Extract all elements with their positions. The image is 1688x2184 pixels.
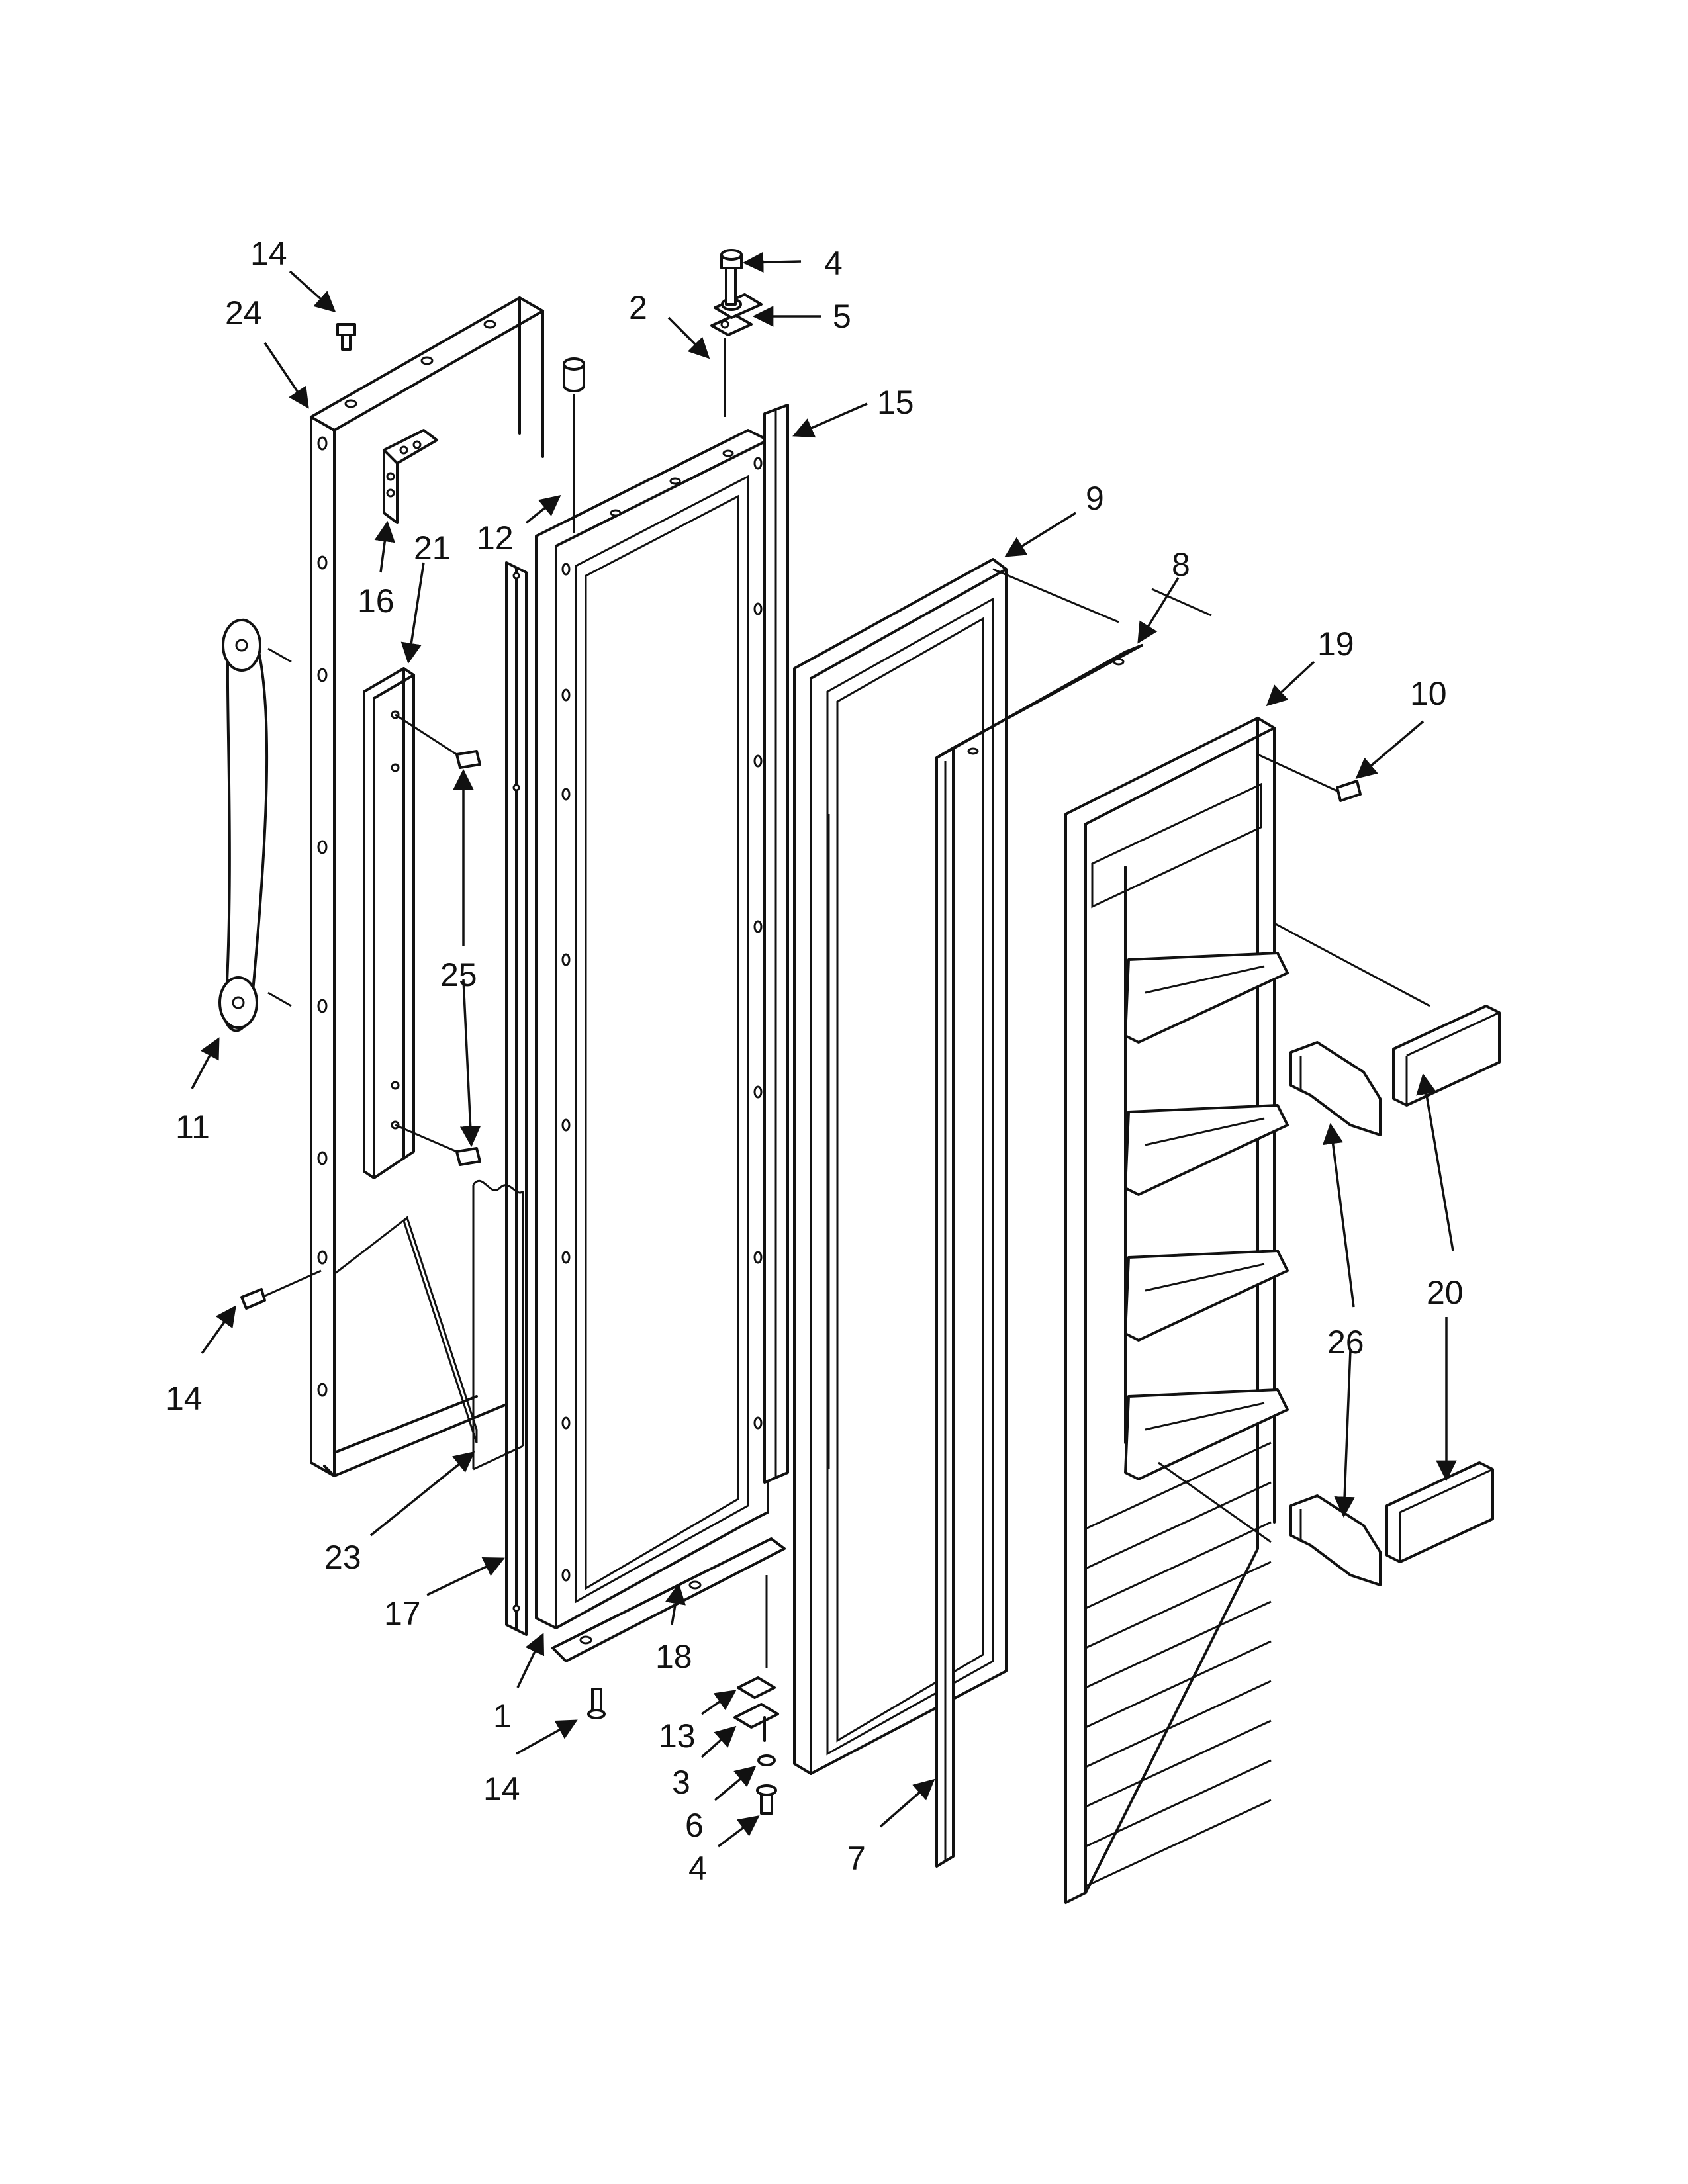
screw-channel-upper — [395, 713, 481, 769]
door-shelves — [1124, 952, 1289, 1480]
hinge-side-strip — [763, 404, 789, 1484]
liner-ribs — [1085, 1441, 1272, 1888]
screw-mid-left — [240, 1269, 322, 1310]
bracket — [383, 429, 438, 524]
bottom-hinge-assembly — [733, 1575, 779, 1815]
shelf-end-cap-upper — [1289, 1041, 1382, 1136]
door-outer-panel — [310, 296, 544, 1477]
callout-9: 9 — [1086, 480, 1104, 517]
callout-24: 24 — [225, 295, 262, 332]
screw-bottom-left — [587, 1688, 606, 1719]
callout-12: 12 — [477, 520, 514, 557]
callout-leaders — [191, 251, 1457, 1848]
callout-8: 8 — [1172, 546, 1190, 583]
frame-holes — [561, 449, 763, 1582]
callout-25: 25 — [440, 956, 477, 993]
hinge-plug — [563, 357, 585, 533]
screw-channel-lower — [395, 1124, 481, 1166]
shelf-front-lower — [1385, 1461, 1494, 1563]
panel-holes — [317, 320, 496, 1397]
callout-14-mid: 14 — [165, 1380, 203, 1417]
callout-20: 20 — [1427, 1274, 1464, 1311]
callout-19: 19 — [1317, 625, 1354, 662]
liner-sheet — [472, 1179, 524, 1471]
shelf-end-cap-lower — [1289, 1494, 1382, 1586]
callout-2: 2 — [629, 289, 647, 326]
callout-labels: 14 24 4 5 2 15 12 21 16 9 8 19 10 25 11 … — [165, 235, 1464, 1887]
callout-10: 10 — [1410, 675, 1447, 712]
callout-1: 1 — [493, 1698, 512, 1735]
callout-21: 21 — [414, 529, 451, 567]
callout-14-top: 14 — [250, 235, 287, 272]
breaker-strip — [935, 644, 1143, 1868]
callout-6: 6 — [685, 1807, 704, 1844]
door-handle — [218, 618, 292, 1032]
callout-3: 3 — [672, 1764, 690, 1801]
screw-liner-right — [1257, 753, 1362, 802]
shelf-front-upper — [1392, 1005, 1501, 1107]
callout-23: 23 — [324, 1539, 361, 1576]
door-inner-frame — [535, 429, 769, 1629]
callout-4-bottom: 4 — [688, 1850, 707, 1887]
callout-7: 7 — [847, 1840, 866, 1877]
callout-4-top: 4 — [824, 245, 843, 282]
top-hinge-assembly — [710, 249, 763, 417]
screw-top-left — [336, 323, 356, 351]
door-liner — [1064, 588, 1430, 1904]
callout-16: 16 — [357, 582, 395, 619]
callout-17: 17 — [384, 1595, 421, 1632]
callout-13: 13 — [659, 1717, 696, 1754]
side-strip — [505, 561, 528, 1636]
door-channel — [363, 667, 415, 1179]
callout-5: 5 — [833, 298, 851, 335]
callout-18: 18 — [655, 1638, 692, 1675]
callout-11: 11 — [175, 1109, 210, 1146]
callout-15: 15 — [877, 384, 914, 421]
callout-14-bottom: 14 — [483, 1770, 520, 1807]
callout-26: 26 — [1327, 1324, 1364, 1361]
